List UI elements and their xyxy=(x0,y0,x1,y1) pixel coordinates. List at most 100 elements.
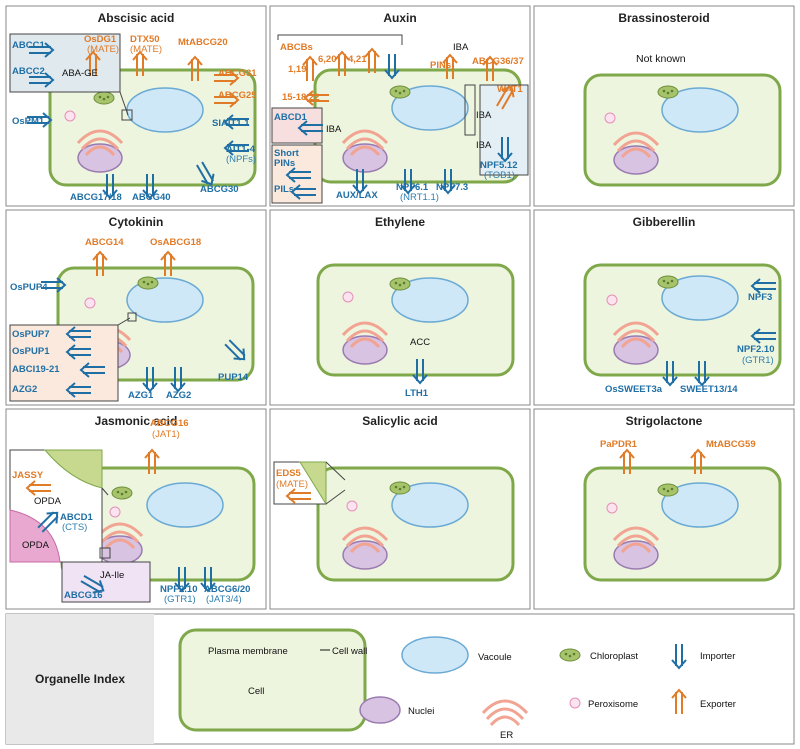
label: ABCG16 xyxy=(150,418,189,429)
label: ABCC1 xyxy=(12,40,45,51)
inset-connector xyxy=(119,91,129,116)
panel-auxin: Auxin ABCBs 1,19 6,20 4,21 15-18,22 PINs… xyxy=(271,11,529,204)
label: ABCG6/20 xyxy=(204,584,250,595)
panel-title: Salicylic acid xyxy=(362,414,437,428)
label: NPF2.10 xyxy=(737,344,775,355)
peroxisome xyxy=(606,294,618,306)
label: NPF7.3 xyxy=(436,182,468,193)
chloroplast xyxy=(657,85,679,99)
inset-box xyxy=(9,324,119,402)
label: NPF2.10 xyxy=(160,584,198,595)
peroxisome xyxy=(64,110,76,122)
label: JA-Ile xyxy=(100,570,124,581)
label: PUP14 xyxy=(218,372,249,383)
chloroplast xyxy=(657,483,679,497)
label: OsABCG18 xyxy=(150,237,201,248)
label: EDS5 xyxy=(276,468,302,479)
index-peroxisome xyxy=(569,697,581,709)
chloroplast xyxy=(389,277,411,291)
label: LTH1 xyxy=(405,388,429,399)
panel-title: Cytokinin xyxy=(109,215,164,229)
vacuole xyxy=(661,482,739,528)
er-label: ER xyxy=(500,730,513,741)
label: IBA xyxy=(476,110,492,121)
panel-title: Jasmonic acid xyxy=(95,414,178,428)
label: NPF5.12 xyxy=(480,160,518,171)
inset-marker xyxy=(464,84,476,136)
panel-salicylic-acid: Salicylic acid EDS5 (MATE) xyxy=(273,414,515,582)
inset-box xyxy=(61,561,151,603)
inset-box xyxy=(271,144,323,204)
panel-cytokinin: Cytokinin ABCG14 OsABCG18 OsPUP4 OsPUP7 … xyxy=(9,215,255,402)
label: PaPDR1 xyxy=(600,439,638,450)
index-nucleus xyxy=(359,696,401,724)
label: (GTR1) xyxy=(164,594,196,605)
label: ABCBs xyxy=(280,42,313,53)
label: (NPFs) xyxy=(226,154,256,165)
label: OsPUP7 xyxy=(12,329,50,340)
label: (MATE) xyxy=(130,44,162,55)
vacuole xyxy=(146,482,224,528)
inset-peroxisome xyxy=(9,509,61,563)
label: PINs xyxy=(274,158,295,169)
index-vacuole xyxy=(401,636,469,674)
label: ABCG30 xyxy=(200,184,239,195)
chloroplast xyxy=(111,486,133,500)
panel-ethylene: Ethylene ACC LTH1 xyxy=(316,215,515,399)
label: SIAIT1.1 xyxy=(212,118,250,129)
label: ABCD1 xyxy=(60,512,93,523)
importer-label: Importer xyxy=(700,651,735,662)
label: ABCG16 xyxy=(64,590,103,601)
label: JASSY xyxy=(12,470,44,481)
peroxisome xyxy=(109,506,121,518)
label: NPF6.1 xyxy=(396,182,429,193)
abcbs-bracket xyxy=(277,34,403,45)
inset-chloroplast xyxy=(43,449,103,489)
label: ABA-GE xyxy=(62,68,98,79)
label: NPF3 xyxy=(748,292,772,303)
chloroplast xyxy=(389,481,411,495)
label: OsPUP1 xyxy=(12,346,50,357)
label: OsPUP4 xyxy=(10,282,48,293)
label: (MATE) xyxy=(87,44,119,55)
label: OPDA xyxy=(22,540,50,551)
panel-strigolactone: Strigolactone PaPDR1 MtABCG59 xyxy=(583,414,782,582)
index-cell xyxy=(178,628,367,732)
panel-title: Strigolactone xyxy=(626,414,703,428)
label: OsDG1 xyxy=(84,34,117,45)
inset-box xyxy=(9,33,121,93)
label: 4,21 xyxy=(348,54,367,65)
label: PINs xyxy=(430,60,451,71)
cell-label: Cell xyxy=(248,686,264,697)
vacuole xyxy=(391,482,469,528)
label: OsSWEET3a xyxy=(605,384,663,395)
label: Short xyxy=(274,148,300,159)
label: ABCG14 xyxy=(85,237,124,248)
index-exporter-arrow xyxy=(671,689,687,715)
vacuole xyxy=(126,87,204,133)
label: MtABCG20 xyxy=(178,37,228,48)
label: (NRT1.1) xyxy=(400,192,439,203)
panel-title: Brassinosteroid xyxy=(618,11,709,25)
peroxisome xyxy=(606,502,618,514)
label: ABCD1 xyxy=(274,112,307,123)
panel-brassinosteroid: Brassinosteroid Not known xyxy=(583,11,782,187)
label: OPDA xyxy=(34,496,62,507)
label: AZG1 xyxy=(128,390,154,401)
vacuole xyxy=(391,85,469,131)
label: PILs xyxy=(274,184,294,195)
label: ABCI19-21 xyxy=(12,364,60,375)
not-known-label: Not known xyxy=(636,53,686,65)
vacuole-label: Vacoule xyxy=(478,652,512,663)
index-importer-arrow xyxy=(671,643,687,669)
exporter-label: Exporter xyxy=(700,699,736,710)
panel-abscisic-acid: Abscisic acid ABCC1 ABCC2 ABA-GE OsDG1 (… xyxy=(9,11,257,203)
label: AUX/LAX xyxy=(336,190,378,201)
panel-gibberellin: Gibberellin NPF3 NPF2.10 (GTR1) OsSWEET3… xyxy=(583,215,782,395)
vacuole xyxy=(391,277,469,323)
label: ACC xyxy=(410,337,430,348)
label: 15-18,22 xyxy=(282,92,320,103)
panel-jasmonic-acid: Jasmonic acid ABCG16 (JAT1) JASSY OPDA A… xyxy=(9,414,256,605)
vacuole xyxy=(661,275,739,321)
